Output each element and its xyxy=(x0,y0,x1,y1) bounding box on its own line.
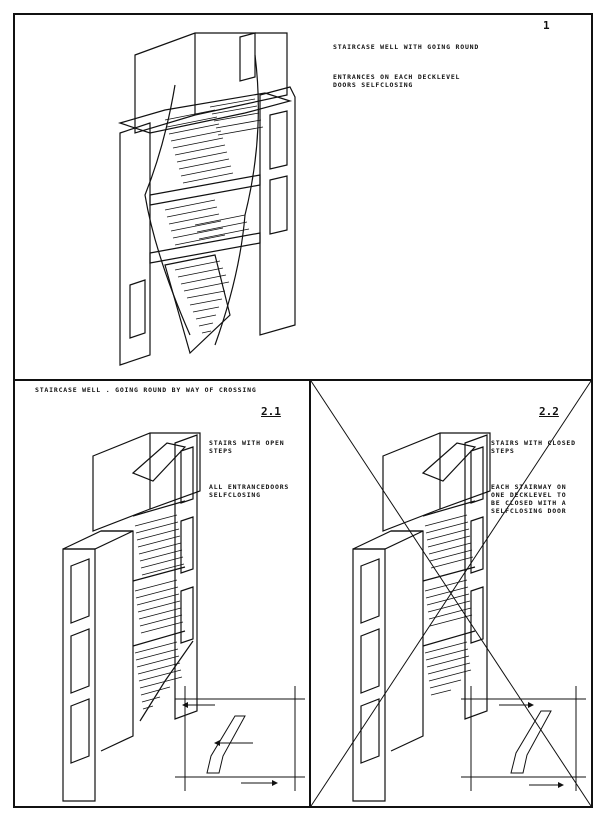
panel-2-1-number: 2.1 xyxy=(261,405,281,418)
panel-2-1-note-steps: STAIRS WITH OPEN STEPS xyxy=(209,439,285,455)
section-heading: STAIRCASE WELL . GOING ROUND BY WAY OF C… xyxy=(35,386,257,394)
isometric-staircase-drawing-2-1 xyxy=(15,381,309,806)
cross-out-lines xyxy=(311,381,591,806)
drawing-sheet: 1 STAIRCASE WELL WITH GOING ROUND ENTRAN… xyxy=(13,13,593,808)
isometric-staircase-drawing-2-2 xyxy=(311,381,591,806)
page-number: 1 xyxy=(543,19,550,32)
panel-2-2-number: 2.2 xyxy=(539,405,559,418)
panel-2-1-open-steps: 2.1 STAIRS WITH OPEN STEPS ALL ENTRANCED… xyxy=(15,381,311,806)
panel-2-2-note-steps: STAIRS WITH CLOSED STEPS xyxy=(491,439,576,455)
panel-1-note: ENTRANCES ON EACH DECKLEVEL DOORS SELFCL… xyxy=(333,73,461,89)
isometric-staircase-drawing-1 xyxy=(15,15,591,381)
panel-2-1-note-doors: ALL ENTRANCEDOORS SELFCLOSING xyxy=(209,483,290,499)
panel-2-2-note-doors: EACH STAIRWAY ON ONE DECKLEVEL TO BE CLO… xyxy=(491,483,567,515)
panel-1-staircase-well: 1 STAIRCASE WELL WITH GOING ROUND ENTRAN… xyxy=(15,15,591,381)
panel-2-2-closed-steps: 2.2 STAIRS WITH CLOSED STEPS EACH STAIRW… xyxy=(311,381,591,806)
panel-1-title: STAIRCASE WELL WITH GOING ROUND xyxy=(333,43,480,51)
